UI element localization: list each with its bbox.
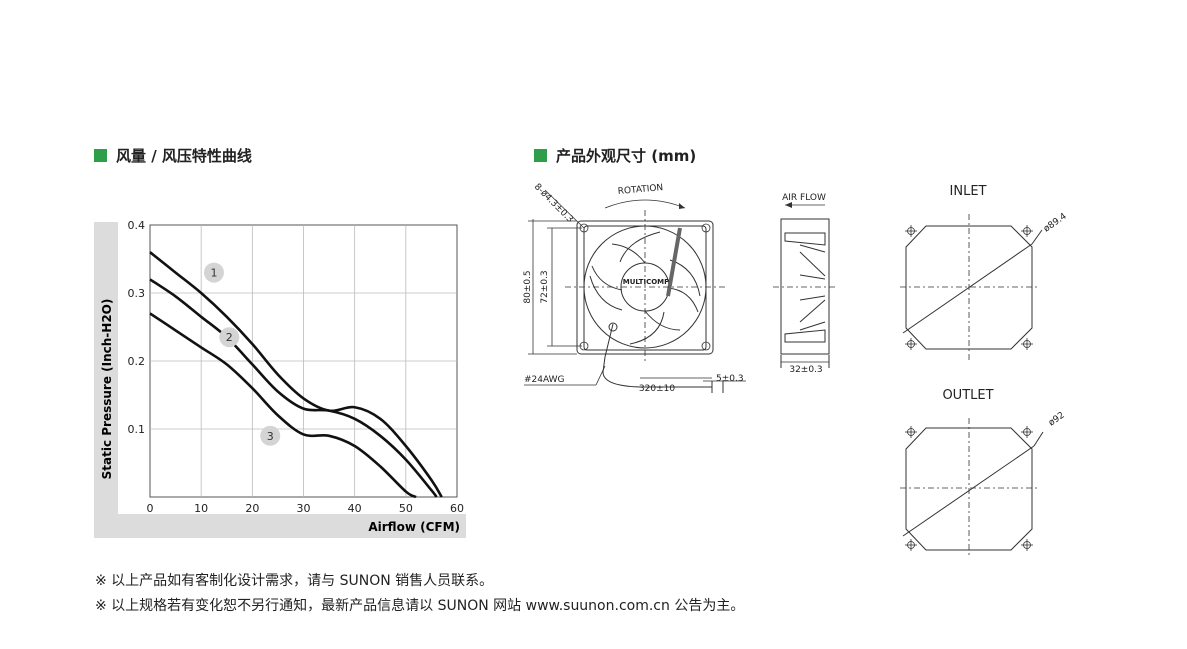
holes-label: 8-ø4.3±0.3 — [532, 182, 575, 225]
note-customization: ※ 以上产品如有客制化设计需求，请与 SUNON 销售人员联系。 — [95, 573, 494, 589]
dimension-lines — [524, 189, 829, 386]
y-tick-label: 0.4 — [128, 219, 146, 232]
series-3-line — [149, 312, 417, 499]
curve-label: 1 — [210, 267, 217, 280]
inlet-diameter-label: ø89.4 — [1042, 211, 1069, 234]
inlet-title: INLET — [950, 184, 987, 199]
lead-label: 320±10 — [639, 384, 675, 394]
depth-label: 32±0.3 — [789, 365, 822, 375]
curve-label: 2 — [226, 331, 233, 344]
curve-label-marker — [260, 425, 281, 446]
curve-label-marker — [203, 262, 224, 283]
performance-section-title: 风量 / 风压特性曲线 — [94, 145, 252, 166]
airflow-label: AIR FLOW — [782, 193, 826, 203]
series-1-line — [149, 251, 443, 498]
performance-chart: Static Pressure (Inch-H2O) Airflow (CFM)… — [94, 219, 466, 538]
strip-marks — [711, 381, 724, 393]
green-square-icon — [94, 149, 107, 162]
support-rib — [666, 227, 682, 297]
y-tick-label: 0.1 — [128, 423, 146, 436]
outlet-outline — [905, 427, 1033, 551]
arrow-heads — [679, 202, 792, 209]
side-blades-top — [784, 232, 826, 280]
note-specification: ※ 以上规格若有变化恕不另行通知，最新产品信息请以 SUNON 网站 www.s… — [95, 598, 745, 614]
pitch-label: 72±0.3 — [540, 270, 550, 303]
wire-exit — [608, 322, 618, 332]
y-axis-label: Static Pressure (Inch-H2O) — [100, 299, 114, 480]
rotation-label: ROTATION — [617, 183, 663, 197]
strip-label: 5±0.3 — [716, 374, 744, 384]
side-outline — [780, 218, 830, 355]
inlet-outline — [905, 225, 1033, 350]
fan-blades — [589, 231, 701, 345]
side-view — [780, 218, 830, 368]
curve-label-marker — [219, 327, 240, 348]
y-tick-label: 0.3 — [128, 287, 146, 300]
wire-label: #24AWG — [524, 375, 565, 385]
outlet-diameter-label: ø92 — [1047, 411, 1067, 429]
performance-title: 风量 / 风压特性曲线 — [116, 147, 252, 165]
x-label-band — [94, 514, 466, 538]
inlet-holes — [905, 225, 1033, 350]
plot-area: 0 10 20 30 40 50 60 0.1 0.2 0.3 0.4 1 2 3 — [128, 219, 465, 515]
width-label: 80±0.5 — [523, 270, 533, 303]
x-tick-label: 50 — [399, 502, 413, 515]
x-tick-label: 30 — [297, 502, 311, 515]
brand-label: MULTICOMP — [623, 278, 670, 286]
inlet-center-lines — [900, 214, 1040, 360]
x-tick-label: 0 — [147, 502, 154, 515]
dimension-section-title: 产品外观尺寸 (mm) — [534, 145, 696, 166]
inlet-diameter-line — [902, 243, 1033, 334]
center-lines — [565, 210, 837, 362]
side-blades-bottom — [784, 295, 826, 343]
front-view — [576, 220, 724, 393]
series-2-line — [149, 278, 438, 498]
outlet-diameter-line — [902, 445, 1035, 537]
inlet-view — [902, 225, 1043, 350]
y-tick-label: 0.2 — [128, 355, 146, 368]
x-tick-label: 40 — [348, 502, 362, 515]
dimension-drawings: 8-ø4.3±0.3 ROTATION 80±0.5 72±0.3 MULTIC… — [523, 182, 1069, 558]
outlet-view — [902, 427, 1044, 551]
dimension-title: 产品外观尺寸 (mm) — [556, 147, 697, 165]
x-tick-label: 60 — [450, 502, 464, 515]
y-label-band — [94, 222, 118, 538]
x-tick-label: 10 — [194, 502, 208, 515]
outlet-holes — [905, 426, 1033, 551]
outlet-center-lines — [900, 418, 1040, 558]
x-axis-label: Airflow (CFM) — [368, 520, 460, 534]
outlet-title: OUTLET — [942, 388, 993, 403]
x-tick-label: 20 — [245, 502, 259, 515]
curve-label: 3 — [267, 430, 274, 443]
green-square-icon — [534, 149, 547, 162]
lead-wire — [602, 323, 712, 388]
